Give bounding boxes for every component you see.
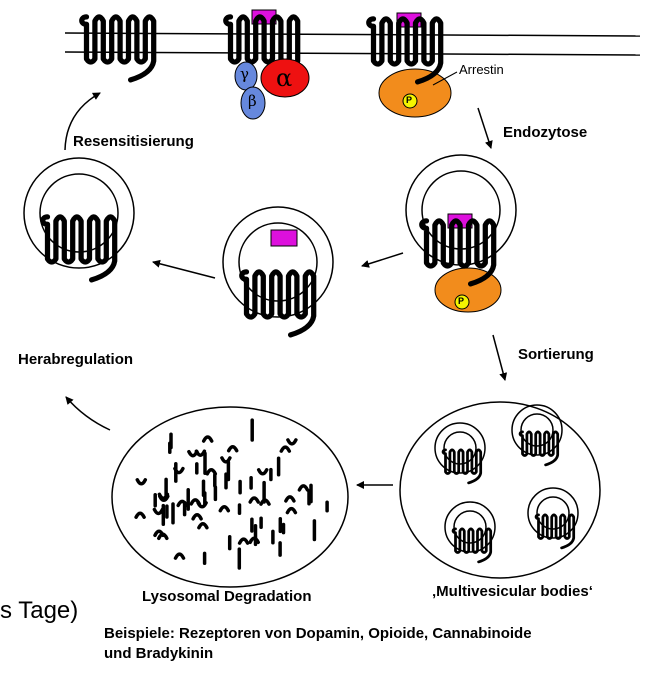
arrow-sorting	[492, 334, 508, 381]
examples-line-1: Beispiele: Rezeptoren von Dopamin, Opioi…	[104, 625, 532, 642]
endocytosis-label: Endozytose	[503, 124, 588, 141]
g-alpha-label: α	[276, 64, 293, 92]
arrow-downregulation	[65, 396, 111, 431]
resensitization-label: Resensitisierung	[73, 133, 194, 150]
receptor-fragment	[173, 466, 185, 475]
receptor-fragment	[205, 468, 218, 476]
receptor-fragment	[259, 498, 271, 506]
receptor-fragment	[194, 449, 207, 457]
receptor-fragment	[134, 511, 146, 519]
receptor-fragment	[220, 456, 232, 464]
examples-line-2: und Bradykinin	[104, 645, 214, 662]
arrow-endocytosis	[477, 107, 493, 149]
g-beta-label: β	[248, 92, 257, 110]
lysosome	[111, 406, 349, 588]
mvb-vesicle-3	[444, 501, 496, 564]
receptor-fragment	[201, 435, 214, 443]
cut-off-text: s Tage)	[0, 597, 79, 624]
receptor-fragment	[279, 445, 292, 453]
receptor-endosome-left	[43, 217, 115, 280]
phospho-circle-2	[454, 294, 470, 310]
receptor-fragment	[226, 445, 239, 453]
arrow-middle-to-left	[152, 259, 216, 279]
receptor-fragment	[197, 522, 209, 530]
phospho-circle-1	[402, 93, 418, 109]
downregulation-label: Herabregulation	[18, 351, 134, 368]
endosome-vesicle-left	[23, 157, 135, 269]
mvb-vesicle-2	[511, 404, 563, 467]
arrestin-label: Arrestin	[459, 62, 504, 77]
receptor-fragment	[173, 552, 186, 560]
arrow-right-to-middle	[361, 252, 404, 268]
receptor-fragment	[286, 438, 298, 446]
receptor-fragment	[189, 498, 202, 506]
receptor-fragment	[135, 478, 148, 486]
mvb-vesicle-4	[527, 487, 579, 550]
arrow-resensitization	[64, 92, 101, 151]
receptor-fragment	[285, 506, 298, 515]
g-alpha-subunit	[260, 58, 310, 98]
receptor-fragment	[176, 499, 188, 508]
membrane-top-line	[64, 32, 641, 37]
g-gamma-label: γ	[240, 65, 249, 83]
receptor-fragment	[284, 495, 296, 503]
receptor-fragment	[218, 505, 231, 513]
receptor-fragment	[191, 513, 203, 521]
phospho-label-1: P	[406, 95, 413, 105]
arrestin-pointer	[432, 71, 458, 86]
receptor-fragment	[297, 484, 310, 492]
g-beta-subunit	[240, 86, 266, 120]
receptor-fragment	[256, 468, 269, 476]
receptor-inactive	[82, 17, 154, 80]
receptor-fragment	[152, 507, 165, 516]
mvb-vesicle-1	[434, 422, 486, 485]
multivesicular-bodies-label: ‚Multivesicular bodies‘	[432, 583, 593, 600]
receptor-fragment	[157, 492, 170, 500]
ligand-4	[270, 229, 298, 247]
sorting-label: Sortierung	[518, 346, 594, 363]
receptor-fragment	[237, 537, 250, 545]
receptor-fragment	[157, 532, 169, 541]
multivesicular-body	[399, 401, 601, 579]
endosome-vesicle-middle	[222, 206, 334, 318]
arrestin-shape	[378, 68, 452, 118]
receptor-fragment	[248, 496, 260, 504]
membrane-bottom-line	[64, 51, 641, 56]
lysosomal-degradation-label: Lysosomal Degradation	[142, 588, 312, 605]
receptor-endosome-middle	[242, 272, 314, 335]
phospho-label-2: P	[458, 296, 465, 306]
receptor-fragments	[134, 418, 329, 570]
